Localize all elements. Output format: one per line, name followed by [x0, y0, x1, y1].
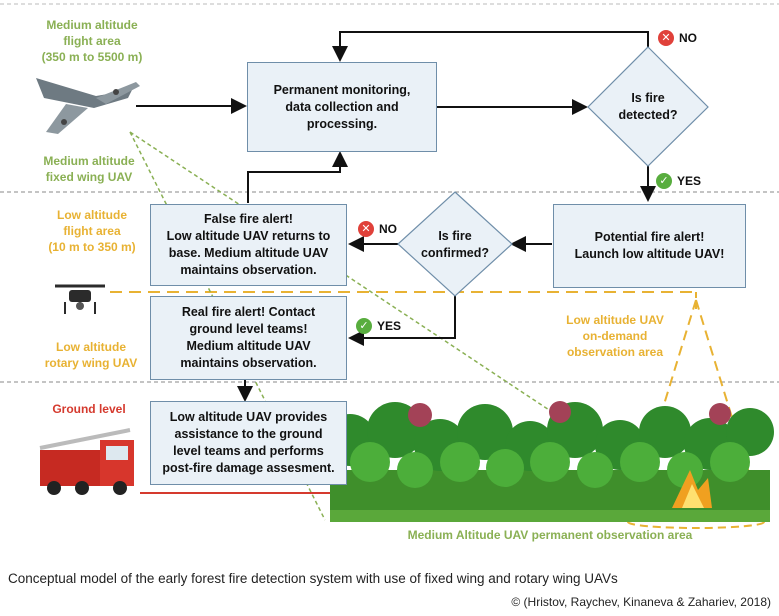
- fixed-wing-uav-illustration: [36, 78, 140, 134]
- low-observation-area-label: Low altitude UAV on-demand observation a…: [566, 313, 664, 359]
- medium-uav-label: Medium altitude fixed wing UAV: [43, 154, 135, 184]
- box-real-alert-text: Real fire alert! Contact ground level te…: [180, 305, 317, 370]
- badge-detected-no-text: NO: [679, 31, 697, 45]
- decision-detected-shape: [587, 46, 709, 167]
- low-zone-title: Low altitude flight area (10 m to 350 m): [48, 208, 136, 254]
- badge-detected-yes-text: YES: [677, 174, 702, 188]
- diagram-lines: [0, 3, 779, 529]
- low-uav-label: Low altitude rotary wing UAV: [44, 340, 138, 370]
- box-potential-alert-text: Potential fire alert! Launch low altitud…: [574, 230, 725, 261]
- rotary-wing-uav-illustration: [55, 284, 105, 314]
- badge-confirmed-no: ✕ NO: [358, 221, 397, 237]
- badge-detected-no: ✕ NO: [658, 30, 697, 46]
- box-false-alert-text: False fire alert! Low altitude UAV retur…: [166, 212, 331, 277]
- cross-icon: ✕: [358, 221, 374, 237]
- cross-icon: ✕: [658, 30, 674, 46]
- figure-credit: © (Hristov, Raychev, Kinaneva & Zahariev…: [511, 595, 771, 609]
- decision-confirmed-shape: [397, 191, 513, 297]
- decision-confirmed-text: Is fire confirmed?: [420, 229, 490, 260]
- decision-detected-text: Is fire detected?: [618, 91, 678, 122]
- box-potential-alert: Potential fire alert! Launch low altitud…: [553, 204, 746, 288]
- check-icon: ✓: [356, 318, 372, 334]
- box-real-alert: Real fire alert! Contact ground level te…: [150, 296, 347, 380]
- check-icon: ✓: [656, 173, 672, 189]
- box-assistance: Low altitude UAV provides assistance to …: [150, 401, 347, 485]
- box-assistance-text: Low altitude UAV provides assistance to …: [162, 410, 335, 475]
- badge-confirmed-no-text: NO: [379, 222, 397, 236]
- badge-confirmed-yes-text: YES: [377, 319, 402, 333]
- badge-detected-yes: ✓ YES: [656, 173, 701, 189]
- medium-observation-area-label: Medium Altitude UAV permanent observatio…: [407, 528, 693, 542]
- fire-illustration: [672, 470, 712, 508]
- box-monitoring: Permanent monitoring, data collection an…: [247, 62, 437, 152]
- badge-confirmed-yes: ✓ YES: [356, 318, 401, 334]
- fire-truck-illustration: [39, 428, 134, 495]
- ground-zone-title: Ground level: [52, 402, 126, 416]
- figure-caption: Conceptual model of the early forest fir…: [8, 571, 618, 586]
- box-false-alert: False fire alert! Low altitude UAV retur…: [150, 204, 347, 286]
- box-monitoring-text: Permanent monitoring, data collection an…: [273, 82, 411, 131]
- medium-zone-title: Medium altitude flight area (350 m to 55…: [41, 18, 143, 64]
